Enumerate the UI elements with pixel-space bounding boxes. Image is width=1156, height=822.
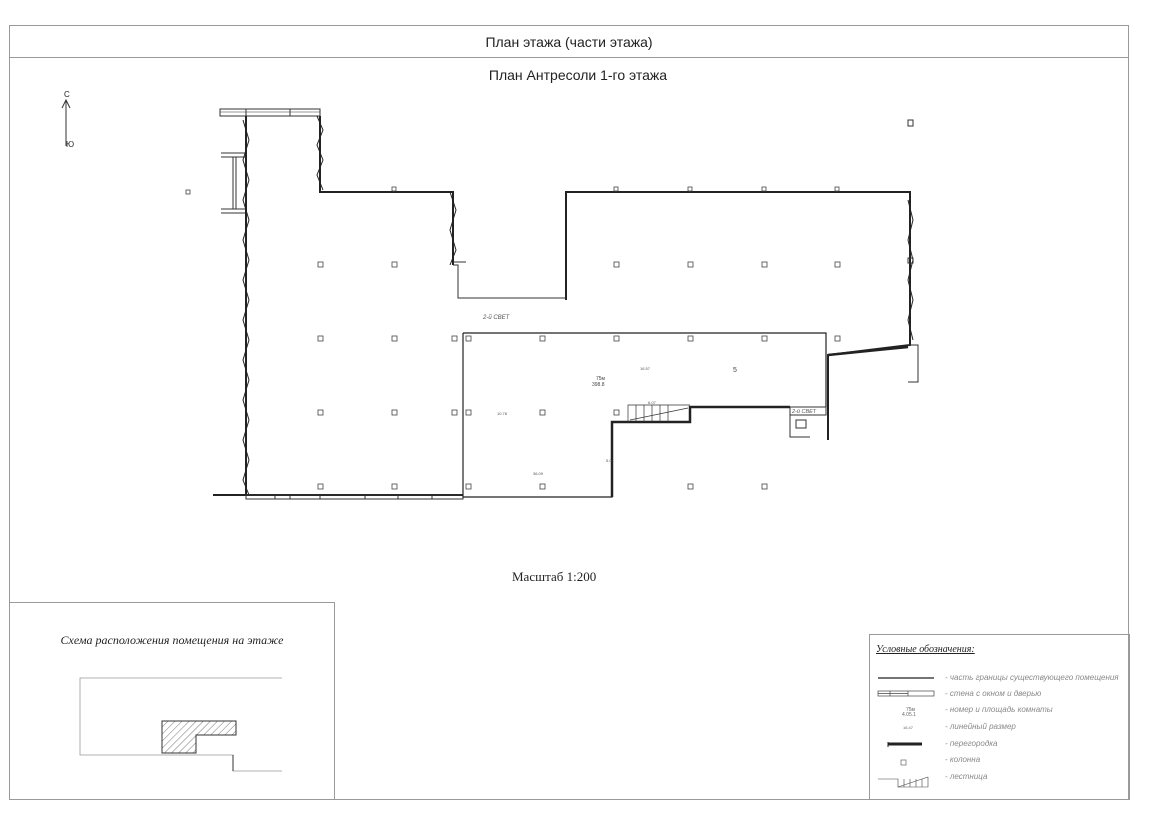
stairs-icon <box>878 776 929 788</box>
column-icon <box>465 483 472 490</box>
column-icon <box>761 483 768 490</box>
column-icon <box>391 409 398 416</box>
column-icon <box>539 483 546 490</box>
column-icon <box>900 759 907 766</box>
dimension-stairs: 6.07 <box>648 400 657 405</box>
column-icon <box>761 335 768 342</box>
column-icon <box>317 483 324 490</box>
column-icon <box>451 409 458 416</box>
column-icon <box>317 335 324 342</box>
partition <box>610 345 909 497</box>
legend-panel: Условные обозначения: 75м 4.05.1 16.47 -… <box>869 634 1130 800</box>
column-icon <box>613 261 620 268</box>
right-annex <box>907 119 919 383</box>
light-well-right <box>789 406 827 438</box>
room-number: 5 <box>733 367 737 374</box>
column-icon <box>834 186 840 192</box>
columns <box>185 186 841 490</box>
column-icon <box>687 261 694 268</box>
stairs-icon <box>627 404 690 422</box>
legend-item-dimension: - линейный размер <box>945 722 1016 731</box>
column-icon <box>687 186 693 192</box>
column-icon <box>613 409 620 416</box>
header-row: План этажа (части этажа) <box>9 25 1129 58</box>
legend-item-wall: - стена с окном и дверью <box>945 689 1042 698</box>
wall-hatch <box>242 115 914 496</box>
column-icon <box>465 409 472 416</box>
column-icon <box>391 261 398 268</box>
room-boundary <box>462 332 827 498</box>
linear-dimension-icon: 16.47 <box>903 725 914 730</box>
column-icon <box>317 261 324 268</box>
plan-title: План Антресоли 1-го этажа <box>488 67 668 83</box>
light-well-right-label: 2-й СВЕТ <box>791 408 817 415</box>
column-icon <box>687 483 694 490</box>
column-icon <box>391 186 397 192</box>
compass-north-label: С <box>64 90 70 99</box>
compass-arrow-icon <box>61 98 71 146</box>
room-location-hatch <box>161 720 237 754</box>
legend-item-boundary: - часть границы существующего помещения <box>945 673 1119 682</box>
column-icon <box>613 335 620 342</box>
scheme-title: Схема расположения помещения на этаже <box>60 633 284 647</box>
wall-window-door-icon <box>877 690 935 697</box>
column-icon <box>317 409 324 416</box>
dimension-left: 10.78 <box>497 411 508 416</box>
column-icon <box>391 335 398 342</box>
dimension-bottom: 36.09 <box>533 471 544 476</box>
room-area-bottom: 398.8 <box>592 382 605 388</box>
legend-item-room: - номер и площадь комнаты <box>945 705 1053 714</box>
dimension-right-wall: 5.0 <box>606 458 612 463</box>
room-area-top: 75м <box>596 376 606 382</box>
room-number-area-icon: 75м 4.05.1 <box>902 707 916 718</box>
column-icon <box>761 186 767 192</box>
legend-icons: 75м 4.05.1 16.47 <box>877 677 935 788</box>
column-icon <box>539 335 546 342</box>
legend-item-partition: - перегородка <box>945 739 998 748</box>
column-icon <box>687 335 694 342</box>
column-icon <box>834 261 841 268</box>
column-icon <box>451 335 458 342</box>
partition-icon <box>887 742 922 747</box>
wall-window-left <box>221 152 246 214</box>
light-well-label: 2-й СВЕТ <box>482 314 511 321</box>
svg-text:75м: 75м <box>906 707 916 713</box>
location-scheme-panel: Схема расположения помещения на этаже <box>9 602 335 800</box>
column-icon <box>391 483 398 490</box>
legend-title: Условные обозначения: <box>876 644 975 655</box>
compass-south-label: Ю <box>66 140 75 149</box>
scale-label: Масштаб 1:200 <box>512 569 597 584</box>
column-icon <box>185 189 191 195</box>
column-icon <box>761 261 768 268</box>
legend-item-stairs: - лестница <box>945 772 988 781</box>
page-title: План этажа (части этажа) <box>485 34 653 50</box>
legend-item-column: - колонна <box>945 755 981 764</box>
dimension-center: 16.57 <box>640 366 651 371</box>
light-well-wall <box>453 261 566 299</box>
column-icon <box>613 186 619 192</box>
column-icon <box>834 335 841 342</box>
wall-window-top <box>219 108 321 117</box>
column-icon <box>465 335 472 342</box>
location-scheme-drawing <box>79 677 282 772</box>
column-icon <box>539 409 546 416</box>
svg-text:4.05.1: 4.05.1 <box>902 712 916 718</box>
